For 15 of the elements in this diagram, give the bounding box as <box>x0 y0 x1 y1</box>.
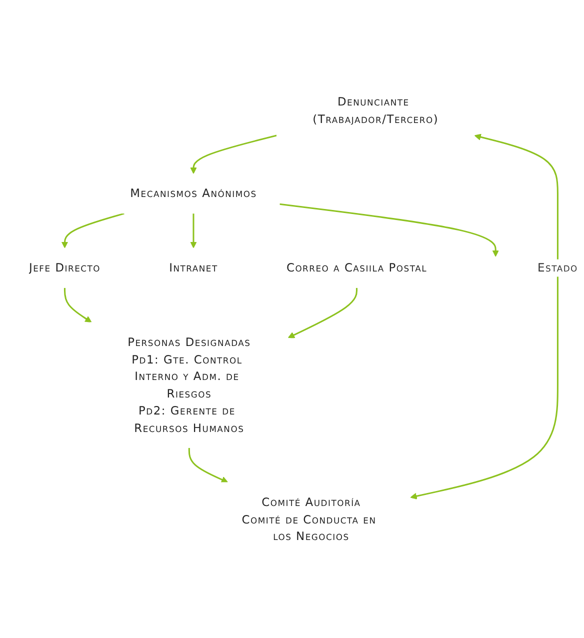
node-text: Correo a Casiila Postal <box>286 260 428 274</box>
arrow <box>288 288 358 338</box>
arrow <box>190 134 277 174</box>
arrow <box>410 133 558 500</box>
arrow <box>64 288 92 322</box>
node-text: Denunciante (Trabajador/Tercero) <box>312 94 439 126</box>
node-text: Intranet <box>169 260 218 274</box>
arrow <box>190 213 197 248</box>
arrow <box>61 212 124 248</box>
node-text: Personas Designadas Pd1: Gte. Control Interno y Adm. de Riesgos Pd2: Gerente de Recursos Humanos <box>128 334 251 434</box>
arrow <box>188 448 228 482</box>
edge-label: Estado <box>538 260 578 274</box>
arrow <box>280 203 499 256</box>
node-text: Mecanismos Anónimos <box>130 186 257 200</box>
node-text: Comité Auditoría Comité de Conducta en los Negocios <box>242 494 376 543</box>
